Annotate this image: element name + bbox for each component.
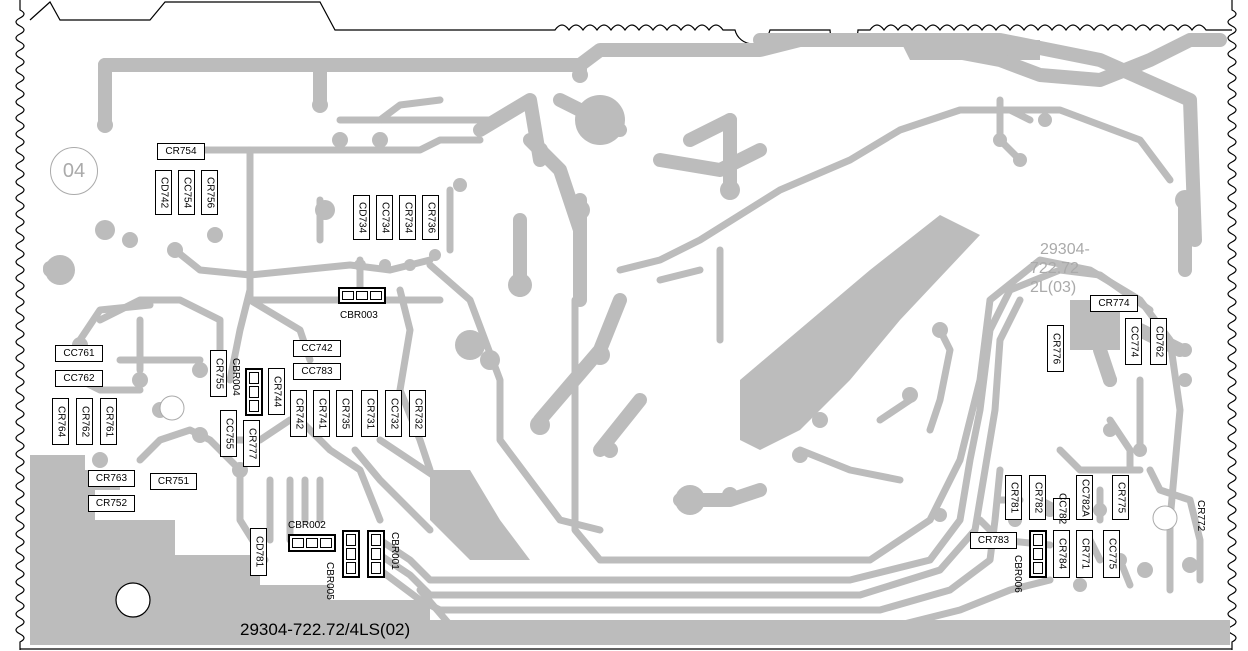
component-CD781: CD781 (250, 528, 267, 576)
component-CR781: CR781 (1005, 475, 1022, 520)
mounting-hole (115, 582, 151, 618)
component-CC755: CC755 (220, 410, 237, 457)
mounting-hole (1152, 505, 1178, 531)
version-line: 29304- (1040, 241, 1090, 258)
component-CC774: CC774 (1125, 318, 1142, 365)
component-CR763: CR763 (88, 470, 135, 487)
component-CR734: CR734 (399, 195, 416, 240)
component-CR771: CR771 (1076, 530, 1093, 578)
board-outline-top (29, 1, 1232, 45)
pcb-number: 29304-722.72/4LS(02) (240, 620, 411, 639)
component-CR775: CR775 (1112, 475, 1129, 520)
bridge-CBR003 (338, 287, 386, 304)
component-CR761: CR761 (100, 398, 117, 445)
component-CC761: CC761 (55, 345, 103, 362)
component-CBR005: CBR005 (324, 562, 335, 600)
bridge-CBR005 (342, 530, 360, 578)
component-CD762: CD762 (1150, 318, 1167, 365)
component-CR732: CR732 (409, 390, 426, 437)
component-CR772: CR772 (1195, 500, 1206, 532)
component-CR751: CR751 (150, 473, 197, 490)
component-CR764: CR764 (52, 398, 69, 445)
component-CR782: CR782 (1029, 475, 1046, 520)
board-outline-right (1227, 0, 1237, 650)
component-CR762: CR762 (76, 398, 93, 445)
component-CR774: CR774 (1090, 295, 1138, 312)
component-CR755: CR755 (210, 350, 227, 397)
component-CC782A: CC782A (1076, 475, 1093, 520)
board-version-text: 29304- 722.72 2L(03) (1030, 240, 1090, 297)
component-CR752: CR752 (88, 495, 135, 512)
component-CR735: CR735 (336, 390, 353, 437)
component-CR741: CR741 (313, 390, 330, 437)
component-CR777: CR777 (243, 420, 260, 467)
component-CC734: CC734 (376, 195, 393, 240)
component-CBR004: CBR004 (230, 358, 241, 396)
bridge-CBR002 (288, 534, 336, 552)
component-CR731: CR731 (361, 390, 378, 437)
component-CR783: CR783 (970, 532, 1017, 549)
bridge-CBR006 (1029, 530, 1047, 578)
component-CR754: CR754 (157, 143, 205, 160)
component-CBR003: CBR003 (340, 310, 378, 321)
component-CC732: CC732 (385, 390, 402, 437)
version-line: 2L(03) (1030, 279, 1077, 296)
component-CBR002: CBR002 (288, 520, 326, 531)
copper-ground (30, 40, 1230, 645)
version-line: 722.72 (1030, 260, 1079, 277)
bridge-CBR001 (367, 530, 385, 578)
component-CC742: CC742 (293, 340, 341, 357)
mounting-hole (159, 395, 185, 421)
component-CR756: CR756 (201, 170, 218, 215)
component-CBR006: CBR006 (1012, 555, 1023, 593)
component-CD742: CD742 (155, 170, 172, 215)
component-CC754: CC754 (178, 170, 195, 215)
component-CC783: CC783 (293, 363, 341, 380)
bridge-CBR004 (245, 368, 263, 416)
component-CR736: CR736 (422, 195, 439, 240)
component-CC782: CC782 (1053, 493, 1070, 525)
board-number-circle: 04 (50, 147, 98, 195)
component-CC762: CC762 (55, 370, 103, 387)
component-CD734: CD734 (353, 195, 370, 240)
board-outline (15, 0, 25, 650)
component-CC775: CC775 (1103, 530, 1120, 578)
component-CR784: CR784 (1053, 530, 1070, 578)
component-CBR001: CBR001 (389, 532, 400, 570)
component-CR776: CR776 (1047, 325, 1064, 372)
component-CR744: CR744 (268, 368, 285, 415)
component-CR742: CR742 (290, 390, 307, 437)
